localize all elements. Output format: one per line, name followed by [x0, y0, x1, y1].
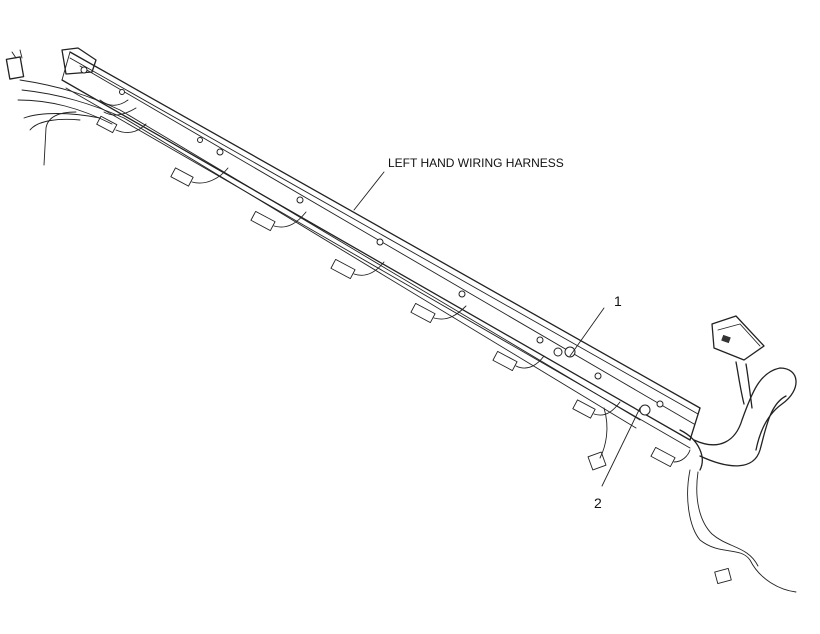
right-harness-loop [679, 315, 797, 593]
branch-connectors [96, 99, 691, 471]
left-end-connector [5, 49, 25, 80]
mounting-rail [61, 47, 701, 449]
callout-2-label: 2 [594, 495, 602, 511]
callout-1-label: 1 [614, 293, 622, 309]
leader-lines [353, 171, 641, 487]
harness-cables [17, 79, 641, 429]
rail-holes [80, 66, 664, 416]
harness-title-label: LEFT HAND WIRING HARNESS [388, 156, 564, 170]
